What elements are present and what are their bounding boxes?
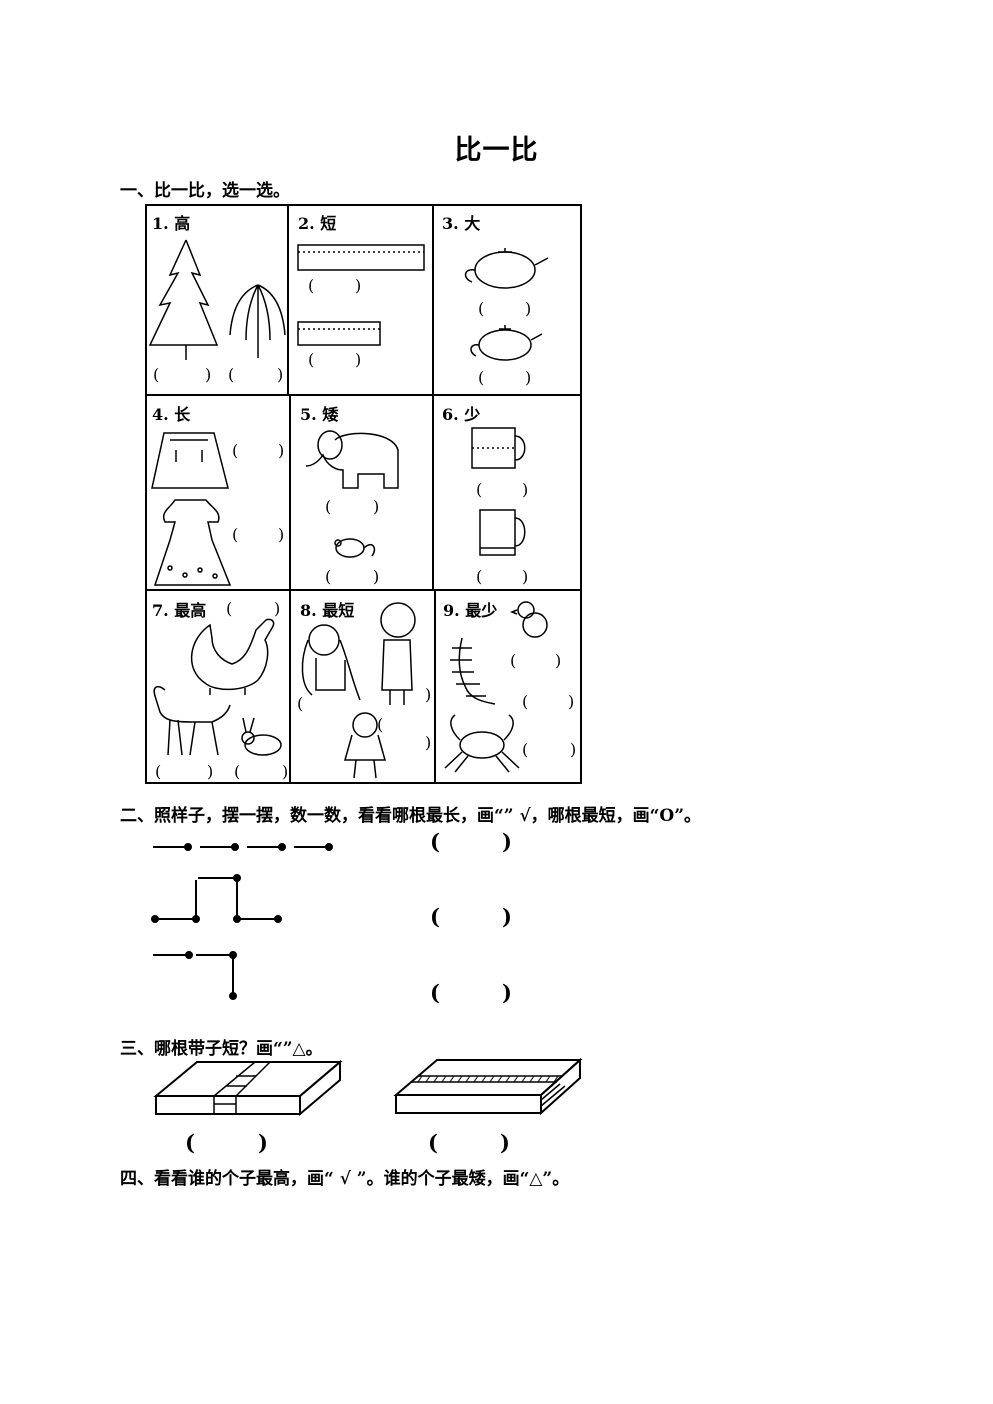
answer-blank-open[interactable]: (: [478, 299, 485, 318]
answer-blank-close[interactable]: ): [425, 733, 432, 752]
answer-blank-open[interactable]: (: [510, 651, 517, 670]
answer-blank-close[interactable]: ): [425, 685, 432, 704]
willow-icon: [229, 284, 286, 358]
answer-blank-close[interactable]: ): [373, 497, 380, 516]
cell4-label: 4. 长: [152, 405, 191, 424]
answer-blank-close[interactable]: ): [525, 368, 532, 387]
answer-blank-open[interactable]: (: [430, 980, 440, 1005]
box-1: [153, 1059, 343, 1117]
teapot-icon: [464, 248, 549, 361]
answer-blank-open[interactable]: (: [522, 692, 529, 711]
stick-line-3: [153, 951, 237, 1000]
cell3-label: 3. 大: [442, 214, 481, 233]
cell8-label: 8. 最短: [300, 601, 355, 620]
answer-blank-close[interactable]: ): [525, 299, 532, 318]
rabbit-icon: [241, 717, 282, 756]
chick-icon: [509, 601, 548, 638]
ribbon-vertical: [211, 1061, 272, 1115]
ribbon-horizontal: [412, 1075, 566, 1107]
answer-blank-open[interactable]: (: [325, 567, 332, 586]
answer-blank-open[interactable]: (: [478, 368, 485, 387]
answer-blank-close[interactable]: ): [502, 980, 512, 1005]
answer-blank-open[interactable]: (: [377, 715, 384, 734]
answer-blank-open[interactable]: (: [297, 694, 304, 713]
ruler-icon: [297, 244, 425, 346]
crab-icon: [444, 714, 520, 773]
cell1-label: 1. 高: [152, 214, 191, 233]
answer-blank-close[interactable]: ): [282, 762, 289, 781]
answer-blank-open[interactable]: (: [234, 762, 241, 781]
answer-blank-close[interactable]: ): [570, 740, 577, 759]
section3-heading: 三、哪根带子短？画“”△。: [120, 1039, 323, 1059]
section2-heading: 二、照样子，摆一摆，数一数，看看哪根最长，画“” √，哪根最短，画“O”。: [120, 806, 702, 826]
answer-blank-open[interactable]: (: [308, 276, 315, 295]
cell7-label: 7. 最高: [152, 601, 207, 620]
cell6-label: 6. 少: [442, 405, 481, 424]
tree-icon: [148, 239, 219, 360]
stick-line-2: [151, 874, 282, 923]
horse-icon: [153, 685, 231, 756]
centipede-icon: [450, 637, 496, 705]
cell2-label: 2. 短: [298, 214, 337, 233]
elephant-icon: [305, 430, 399, 489]
answer-blank-close[interactable]: ): [522, 480, 529, 499]
answer-blank-close[interactable]: ): [207, 762, 214, 781]
dress-icon: [153, 499, 232, 586]
answer-blank-open[interactable]: (: [228, 365, 235, 384]
answer-blank-open[interactable]: (: [430, 829, 440, 854]
answer-blank-open[interactable]: (: [476, 567, 483, 586]
answer-blank-open[interactable]: (: [232, 441, 239, 460]
cup-icon: [471, 427, 526, 556]
answer-blank-open[interactable]: (: [325, 497, 332, 516]
cell5-label: 5. 矮: [300, 405, 339, 424]
stick-line-1: [153, 843, 333, 851]
answer-blank-close[interactable]: ): [205, 365, 212, 384]
answer-blank-close[interactable]: ): [555, 651, 562, 670]
answer-blank-close[interactable]: ): [278, 525, 285, 544]
answer-blank-open[interactable]: (: [232, 525, 239, 544]
box-2: [393, 1057, 583, 1116]
answer-blank-open[interactable]: (: [155, 762, 162, 781]
section1-heading: 一、比一比，选一选。: [120, 181, 290, 201]
answer-blank-close[interactable]: ): [568, 692, 575, 711]
answer-blank-close[interactable]: ): [355, 350, 362, 369]
answer-blank-open[interactable]: (: [522, 740, 529, 759]
answer-blank-open[interactable]: (: [428, 1130, 438, 1155]
answer-blank-close[interactable]: ): [373, 567, 380, 586]
answer-blank-open[interactable]: (: [476, 480, 483, 499]
section4-heading: 四、看看谁的个子最高，画“ √ ”。谁的个子最矮，画“△”。: [120, 1169, 570, 1189]
answer-blank-open[interactable]: (: [226, 599, 233, 618]
answer-blank-close[interactable]: ): [355, 276, 362, 295]
cell9-label: 9. 最少: [443, 601, 498, 620]
answer-blank-open[interactable]: (: [153, 365, 160, 384]
pants-icon: [151, 432, 229, 489]
girl-icon: [301, 624, 386, 779]
answer-blank-close[interactable]: ): [274, 599, 281, 618]
dinosaur-icon: [190, 618, 275, 695]
answer-blank-close[interactable]: ): [278, 441, 285, 460]
answer-blank-close[interactable]: ): [502, 904, 512, 929]
boy-icon: [380, 602, 416, 705]
page-title: 比一比: [454, 135, 539, 166]
mouse-icon: [334, 538, 376, 558]
answer-blank-close[interactable]: ): [522, 567, 529, 586]
answer-blank-open[interactable]: (: [185, 1130, 195, 1155]
answer-blank-close[interactable]: ): [500, 1130, 510, 1155]
answer-blank-open[interactable]: (: [308, 350, 315, 369]
answer-blank-close[interactable]: ): [502, 829, 512, 854]
answer-blank-open[interactable]: (: [430, 904, 440, 929]
answer-blank-close[interactable]: ): [277, 365, 284, 384]
answer-blank-close[interactable]: ): [258, 1130, 268, 1155]
